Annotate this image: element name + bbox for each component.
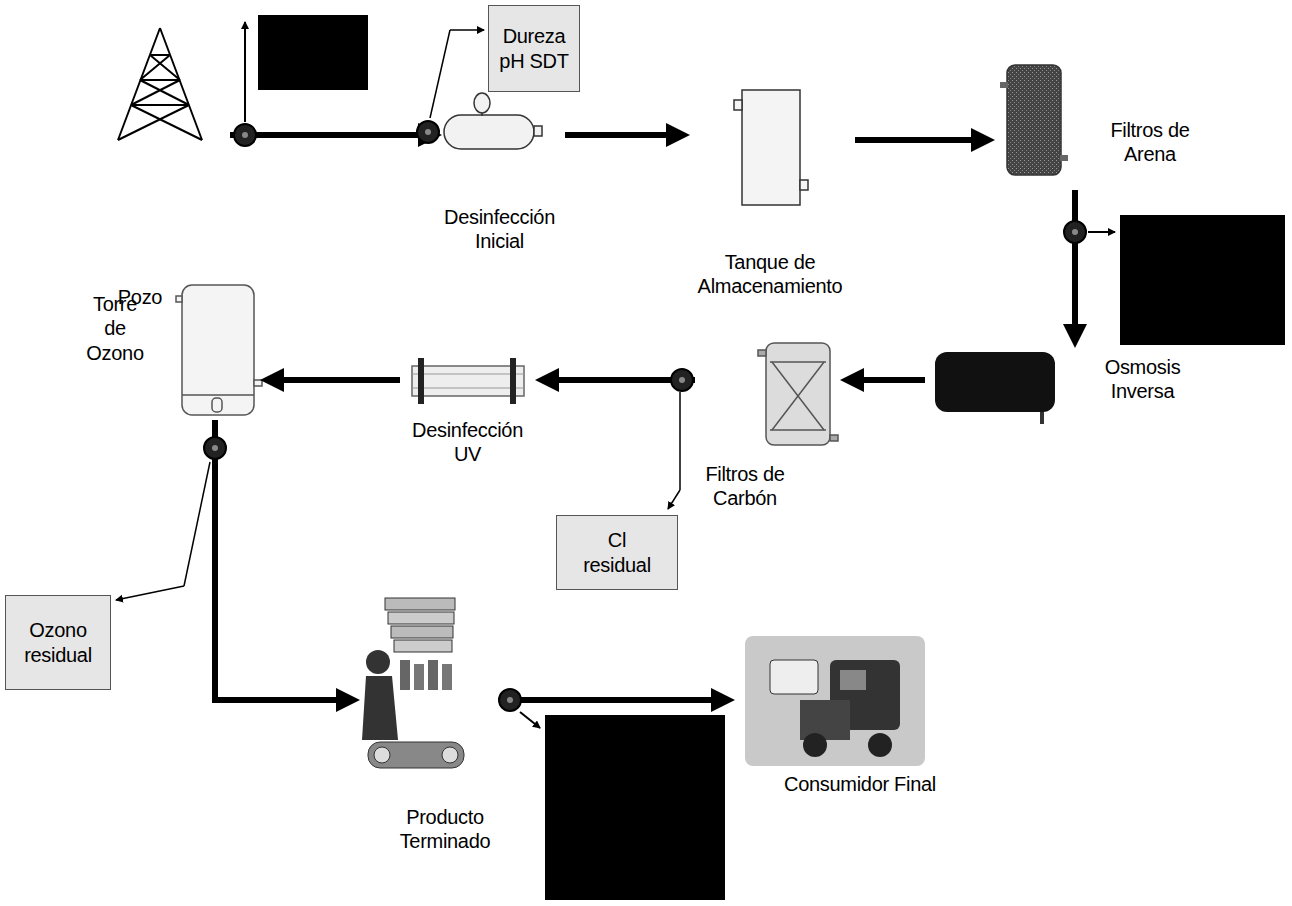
blank-box bbox=[258, 15, 368, 90]
blank-box bbox=[1120, 215, 1285, 345]
process-label: Filtros de Arena bbox=[1100, 118, 1200, 167]
arrow-head bbox=[1063, 324, 1087, 348]
sampling-point bbox=[116, 22, 1115, 728]
ozone-tower bbox=[176, 285, 262, 415]
process-node: Consumidor Final bbox=[735, 630, 970, 810]
parameter-box: Dureza pH SDT bbox=[488, 5, 580, 92]
arrow-head bbox=[260, 368, 284, 392]
process-node: Torre de Ozono bbox=[80, 280, 260, 420]
parameter-text: Cl residual bbox=[574, 528, 660, 577]
process-label: Torre de Ozono bbox=[82, 292, 148, 365]
arrow-head bbox=[711, 688, 735, 712]
process-label: Desinfección Inicial bbox=[442, 205, 557, 254]
bottling-worker bbox=[362, 598, 464, 768]
process-label: Desinfección UV bbox=[405, 418, 530, 467]
process-node: Osmosis Inversa bbox=[925, 348, 1200, 428]
flow-arrow bbox=[565, 132, 670, 138]
flow-arrow bbox=[215, 420, 340, 700]
process-node: Producto Terminado bbox=[360, 590, 502, 875]
flow-arrow bbox=[855, 137, 975, 143]
process-label: Consumidor Final bbox=[755, 772, 965, 796]
process-node: Desinfección UV bbox=[400, 355, 535, 485]
process-node: Filtros de Carbón bbox=[695, 340, 840, 525]
flow-arrow bbox=[280, 377, 400, 383]
carbon-filter bbox=[758, 343, 838, 445]
blank-box bbox=[545, 715, 725, 900]
arrow-head bbox=[666, 123, 690, 147]
process-label: Producto Terminado bbox=[390, 805, 500, 854]
sampling-point bbox=[204, 121, 1086, 711]
parameter-box: Ozono residual bbox=[5, 595, 111, 690]
process-label: Tanque de Almacenamiento bbox=[690, 250, 850, 299]
storage-tank bbox=[734, 90, 808, 205]
process-node: Tanque de Almacenamiento bbox=[690, 85, 855, 310]
arrow-head bbox=[971, 128, 995, 152]
arrow-head bbox=[535, 368, 559, 392]
parameter-text: Ozono residual bbox=[15, 618, 101, 667]
flow-arrow bbox=[230, 132, 422, 138]
parameter-text: Dureza pH SDT bbox=[499, 24, 569, 73]
process-node: Filtros de Arena bbox=[995, 60, 1210, 190]
arrow-head bbox=[336, 688, 360, 712]
reverse-osmosis-unit bbox=[935, 352, 1055, 424]
parameter-box: Cl residual bbox=[556, 515, 678, 590]
process-node: Pozo bbox=[95, 25, 230, 320]
flow-arrow bbox=[860, 377, 925, 383]
consumer-scene bbox=[745, 636, 925, 766]
disinfection-tank bbox=[444, 93, 542, 149]
process-label: Filtros de Carbón bbox=[695, 462, 795, 511]
arrow-head bbox=[840, 368, 864, 392]
process-label: Osmosis Inversa bbox=[1095, 355, 1190, 404]
uv-unit bbox=[412, 358, 524, 404]
flow-arrow bbox=[1072, 190, 1078, 328]
process-node: Desinfección Inicial bbox=[442, 85, 565, 265]
flow-arrow bbox=[502, 697, 715, 703]
well-tower bbox=[118, 28, 202, 140]
sand-filter bbox=[1000, 65, 1068, 175]
